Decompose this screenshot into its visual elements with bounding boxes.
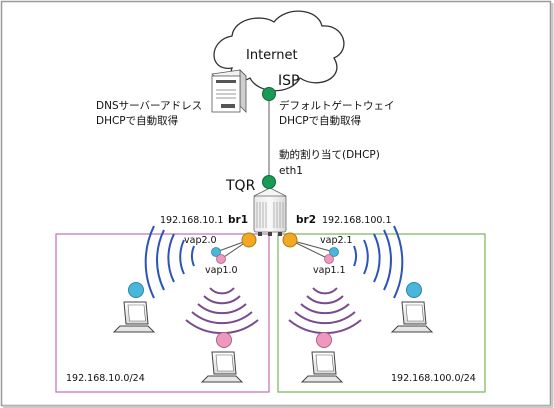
dhcp-note-line1: 動的割り当て(DHCP) [279, 149, 380, 161]
vap20-node [211, 247, 221, 257]
vap10-label: vap1.0 [205, 265, 238, 276]
vap11-label: vap1.1 [313, 265, 346, 276]
isp-node [262, 87, 276, 101]
br2-ip: 192.168.100.1 [322, 215, 392, 226]
dns-server-icon [211, 69, 247, 113]
dns-note-line1: DNSサーバーアドレス [96, 100, 203, 112]
frame-shadow [551, 3, 554, 407]
vap11-node [324, 254, 334, 264]
br2-name: br2 [296, 214, 317, 226]
isp-label: ISP [278, 73, 300, 89]
laptop-icon [112, 282, 156, 333]
dhcp-note-line2: eth1 [279, 165, 303, 177]
laptop-icon [200, 332, 244, 383]
device-label: TQR [226, 178, 256, 194]
subnet-right-label: 192.168.100.0/24 [391, 373, 476, 384]
laptop-icon [300, 332, 344, 383]
vap20-label: vap2.0 [184, 235, 217, 246]
br2-node [282, 232, 298, 248]
br1-ip: 192.168.10.1 [160, 215, 224, 226]
frame-shadow [3, 405, 553, 408]
gateway-note-line2: DHCPで自動取得 [279, 115, 362, 127]
vap21-label: vap2.1 [320, 235, 353, 246]
tqr-router-icon [253, 187, 287, 236]
internet-label: Internet [246, 48, 298, 63]
wave-blue-right [353, 225, 404, 299]
br1-node [241, 232, 257, 248]
dns-note-line2: DHCPで自動取得 [96, 115, 179, 127]
eth1-node [262, 175, 276, 189]
vap21-node [329, 247, 339, 257]
vap10-node [216, 254, 226, 264]
subnet-left-label: 192.168.10.0/24 [66, 373, 145, 384]
laptop-icon [390, 282, 434, 333]
subnet-right-box [277, 233, 486, 393]
internet-cloud [213, 10, 345, 92]
br1-name: br1 [228, 214, 249, 226]
gateway-note-line1: デフォルトゲートウェイ [279, 100, 395, 112]
wave-blue-left [144, 225, 195, 299]
